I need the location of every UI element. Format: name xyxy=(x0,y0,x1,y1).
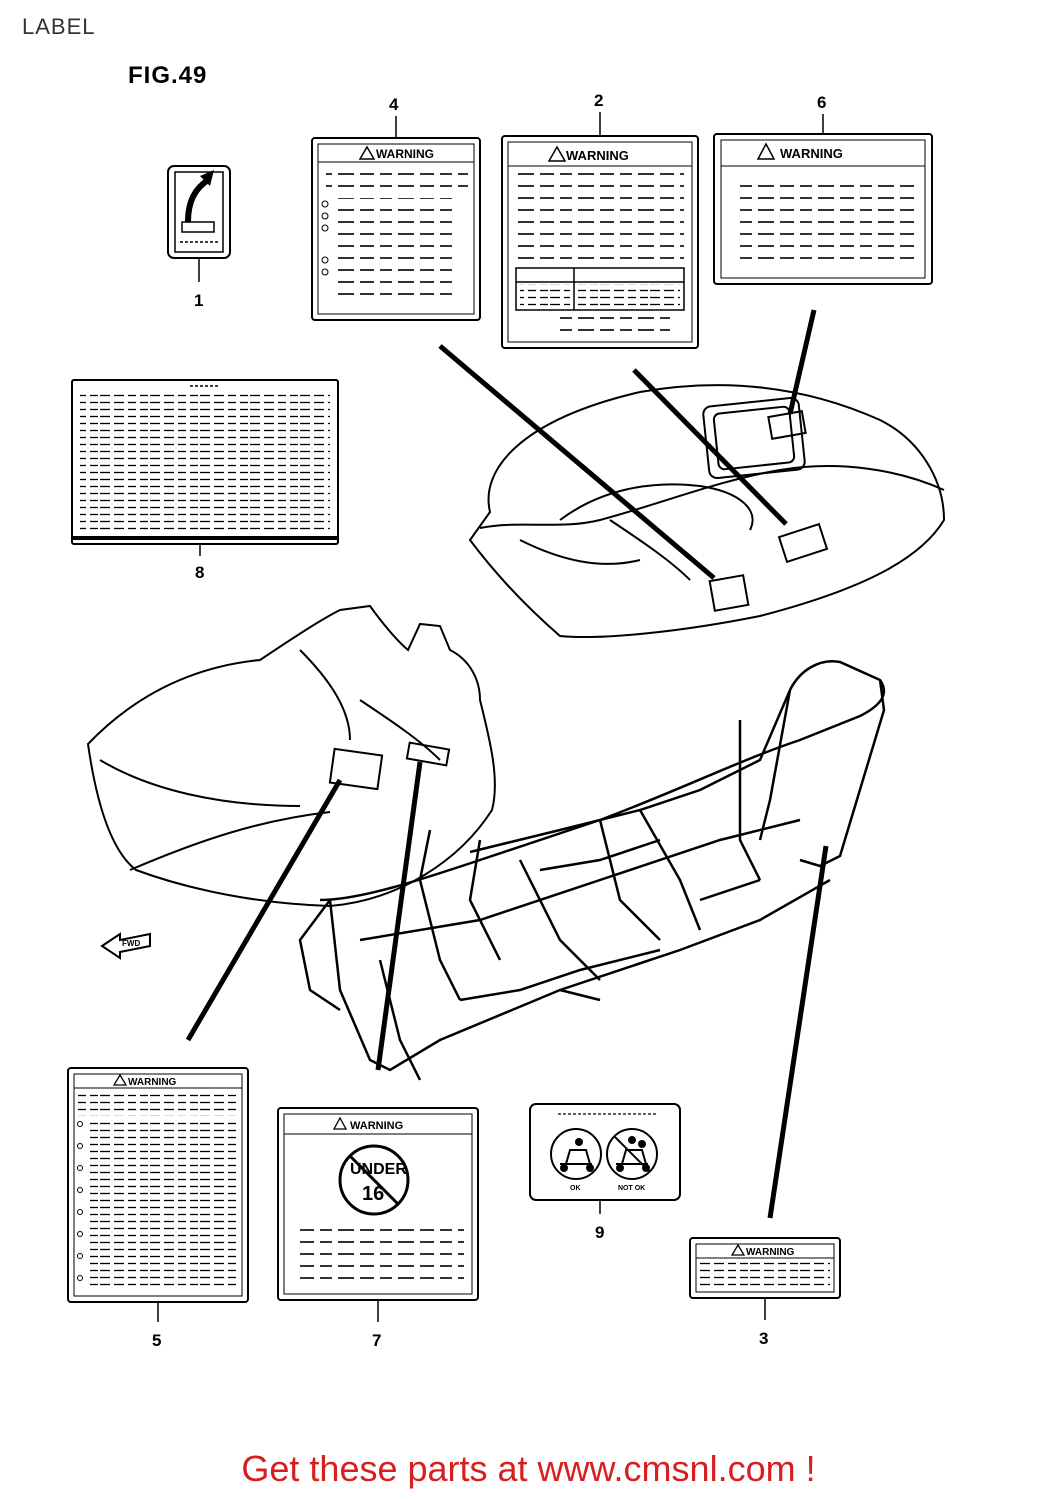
warning-icon xyxy=(547,145,567,162)
warning-icon xyxy=(730,1243,746,1256)
page-title: LABEL xyxy=(22,14,96,39)
callout-5: 5 xyxy=(152,1331,161,1350)
label-5-warning: WARNING xyxy=(67,1067,249,1322)
rider-not-ok-icon xyxy=(606,1128,658,1180)
label-8-info-sheet xyxy=(71,379,339,556)
svg-text:FWD: FWD xyxy=(122,939,140,948)
label-9-passenger-sticker: OK NOT OK xyxy=(529,1103,681,1214)
figure-title: FIG.49 xyxy=(128,62,208,89)
rear-fender xyxy=(468,384,946,638)
rider-ok-icon xyxy=(550,1128,602,1180)
warning-icon xyxy=(332,1116,348,1130)
svg-text:OK: OK xyxy=(570,1185,581,1192)
leader-lines xyxy=(185,309,829,1219)
label-7-under-16-warning: WARNING UNDER 16 xyxy=(277,1107,479,1322)
warning-icon xyxy=(358,145,376,160)
warning-icon xyxy=(112,1073,128,1086)
callout-2: 2 xyxy=(594,91,603,110)
no-under-16-icon xyxy=(338,1144,410,1216)
svg-text:WARNING: WARNING xyxy=(350,1120,403,1132)
svg-text:WARNING: WARNING xyxy=(128,1077,177,1088)
fwd-arrow-icon: FWD xyxy=(100,932,151,960)
svg-text:16: 16 xyxy=(362,1183,384,1205)
svg-text:UNDER: UNDER xyxy=(350,1161,407,1178)
svg-text:NOT OK: NOT OK xyxy=(618,1185,645,1192)
callout-7: 7 xyxy=(372,1331,381,1350)
label-4-warning: WARNING xyxy=(311,116,481,321)
callout-9: 9 xyxy=(595,1223,604,1242)
cmsnl-link[interactable]: Get these parts at www.cmsnl.com ! xyxy=(241,1448,816,1489)
svg-text:WARNING: WARNING xyxy=(780,146,843,161)
svg-text:WARNING: WARNING xyxy=(376,147,434,161)
atv-frame xyxy=(298,660,886,1081)
label-6-warning: WARNING xyxy=(713,114,933,285)
label-3-warning: WARNING xyxy=(689,1237,841,1320)
svg-text:WARNING: WARNING xyxy=(746,1247,795,1258)
arrow-icon xyxy=(200,170,214,186)
callout-4: 4 xyxy=(389,95,399,114)
callout-8: 8 xyxy=(195,563,204,582)
svg-text:WARNING: WARNING xyxy=(566,148,629,163)
callout-3: 3 xyxy=(759,1329,768,1348)
label-2-warning: WARNING xyxy=(501,112,699,349)
front-fender xyxy=(86,604,496,908)
warning-icon xyxy=(756,142,776,160)
callout-1: 1 xyxy=(194,291,203,310)
label-1-throttle-sticker xyxy=(167,165,231,282)
parts-diagram: 1 WARNING 4 WARNING 2 xyxy=(67,91,946,1350)
callout-6: 6 xyxy=(817,93,826,112)
